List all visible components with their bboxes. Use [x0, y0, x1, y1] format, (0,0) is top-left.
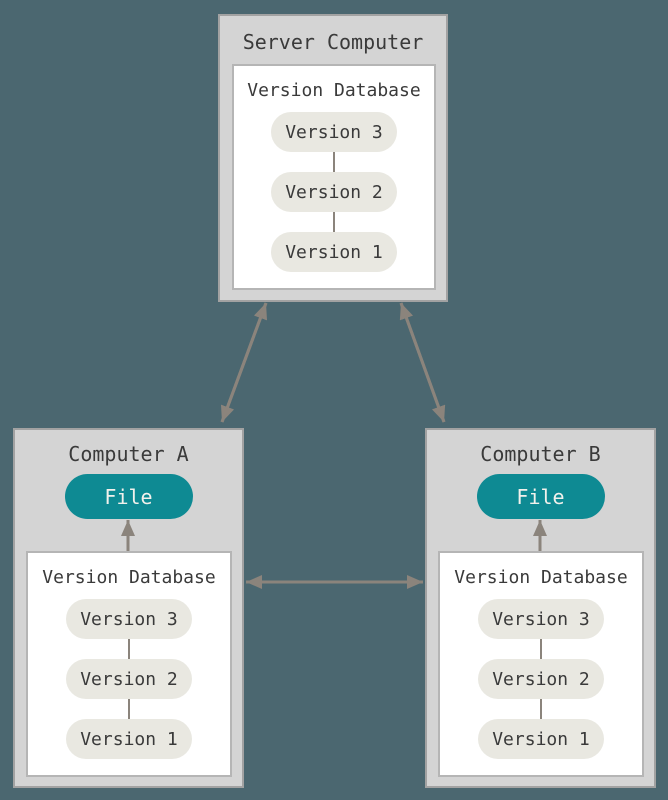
- version-database-title: Version Database: [42, 567, 216, 588]
- version-connector-line: [128, 699, 130, 719]
- version-connector-line: [540, 699, 542, 719]
- sync-arrow-server-computer-a: [220, 302, 268, 423]
- version-database-title: Version Database: [454, 567, 628, 588]
- sync-arrow-server-computer-b: [399, 302, 446, 423]
- machine-title: Server Computer: [242, 30, 424, 54]
- version-pill: Version 2: [271, 172, 397, 212]
- computer-a-box: Computer A File Version Database Version…: [13, 428, 244, 788]
- sync-arrow-server-computer-b: [399, 302, 446, 423]
- computer-b-box: Computer B File Version Database Version…: [425, 428, 656, 788]
- version-pill: Version 1: [271, 232, 397, 272]
- server-computer-box: Server Computer Version Database Version…: [218, 14, 448, 302]
- version-pill: Version 3: [271, 112, 397, 152]
- version-database-title: Version Database: [247, 80, 421, 101]
- version-pill: Version 3: [66, 599, 192, 639]
- version-pill: Version 1: [478, 719, 604, 759]
- version-connector-line: [333, 152, 335, 172]
- version-pill: Version 3: [478, 599, 604, 639]
- file-pill: File: [476, 474, 605, 519]
- version-connector-line: [540, 639, 542, 659]
- version-connector-line: [128, 639, 130, 659]
- machine-title: Computer A: [68, 442, 189, 466]
- sync-arrow-server-computer-a: [220, 302, 268, 423]
- version-connector-line: [333, 212, 335, 232]
- file-pill: File: [64, 474, 193, 519]
- version-database-box: Version Database Version 3 Version 2 Ver…: [26, 551, 232, 777]
- version-pill: Version 2: [66, 659, 192, 699]
- version-database-box: Version Database Version 3 Version 2 Ver…: [438, 551, 644, 777]
- version-pill: Version 1: [66, 719, 192, 759]
- machine-title: Computer B: [480, 442, 601, 466]
- version-pill: Version 2: [478, 659, 604, 699]
- version-database-box: Version Database Version 3 Version 2 Ver…: [232, 64, 436, 290]
